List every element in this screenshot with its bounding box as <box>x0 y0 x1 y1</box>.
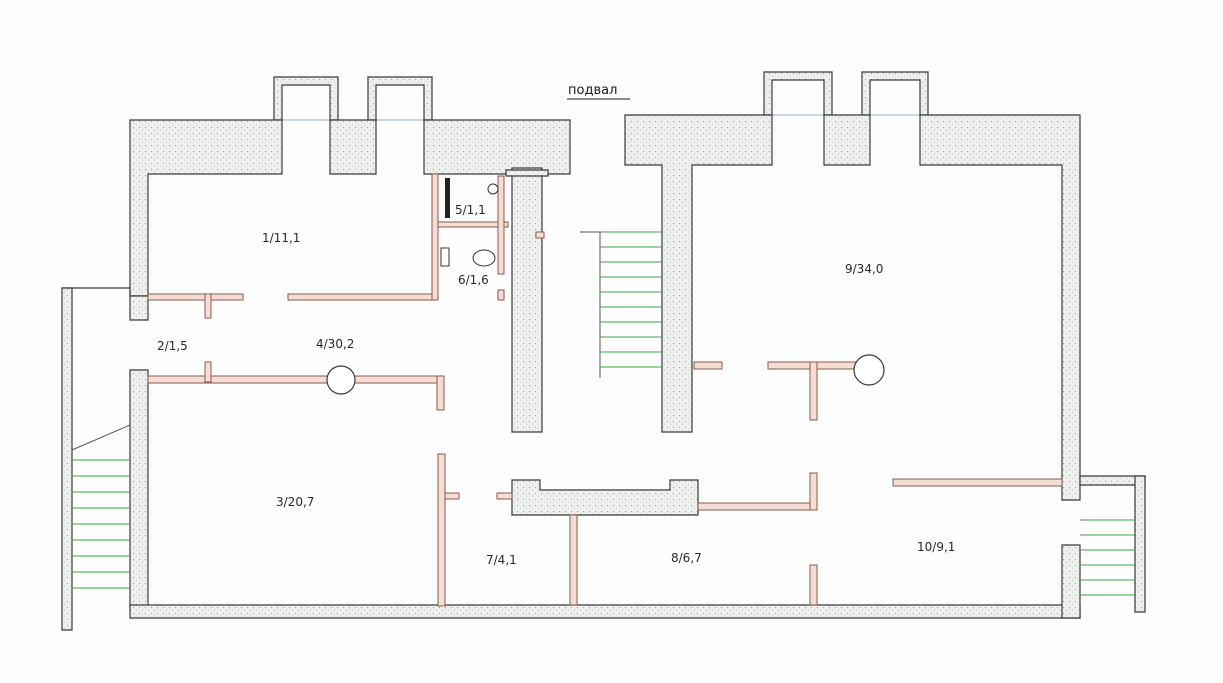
room-label-6: 6/1,6 <box>458 273 489 287</box>
plan-title: подвал <box>568 83 617 98</box>
wash-basin-icon <box>440 247 450 267</box>
bathroom-fixtures <box>440 178 499 267</box>
middle-wall-block <box>511 479 699 516</box>
room-label-4: 4/30,2 <box>316 337 354 351</box>
partitions <box>147 173 1063 607</box>
room-label-10: 10/9,1 <box>917 540 955 554</box>
room-label-5: 5/1,1 <box>455 203 486 217</box>
room-label-7: 7/4,1 <box>486 553 517 567</box>
stairs-right <box>1080 519 1135 596</box>
room-label-2: 2/1,5 <box>157 339 188 353</box>
right-block-walls <box>624 114 1146 619</box>
round-columns <box>326 354 885 395</box>
stairs-center <box>580 231 662 378</box>
room-labels: 1/11,1 2/1,5 3/20,7 4/30,2 5/1,1 6/1,6 7… <box>157 203 955 567</box>
radiator-icon <box>445 178 450 218</box>
center-column-wall <box>505 167 549 433</box>
room-label-1: 1/11,1 <box>262 231 300 245</box>
room-label-8: 8/6,7 <box>671 551 702 565</box>
toilet-icon <box>472 249 496 267</box>
room-label-3: 3/20,7 <box>276 495 314 509</box>
room-label-9: 9/34,0 <box>845 262 883 276</box>
sink-icon <box>487 183 499 195</box>
stairs-left <box>71 424 131 589</box>
